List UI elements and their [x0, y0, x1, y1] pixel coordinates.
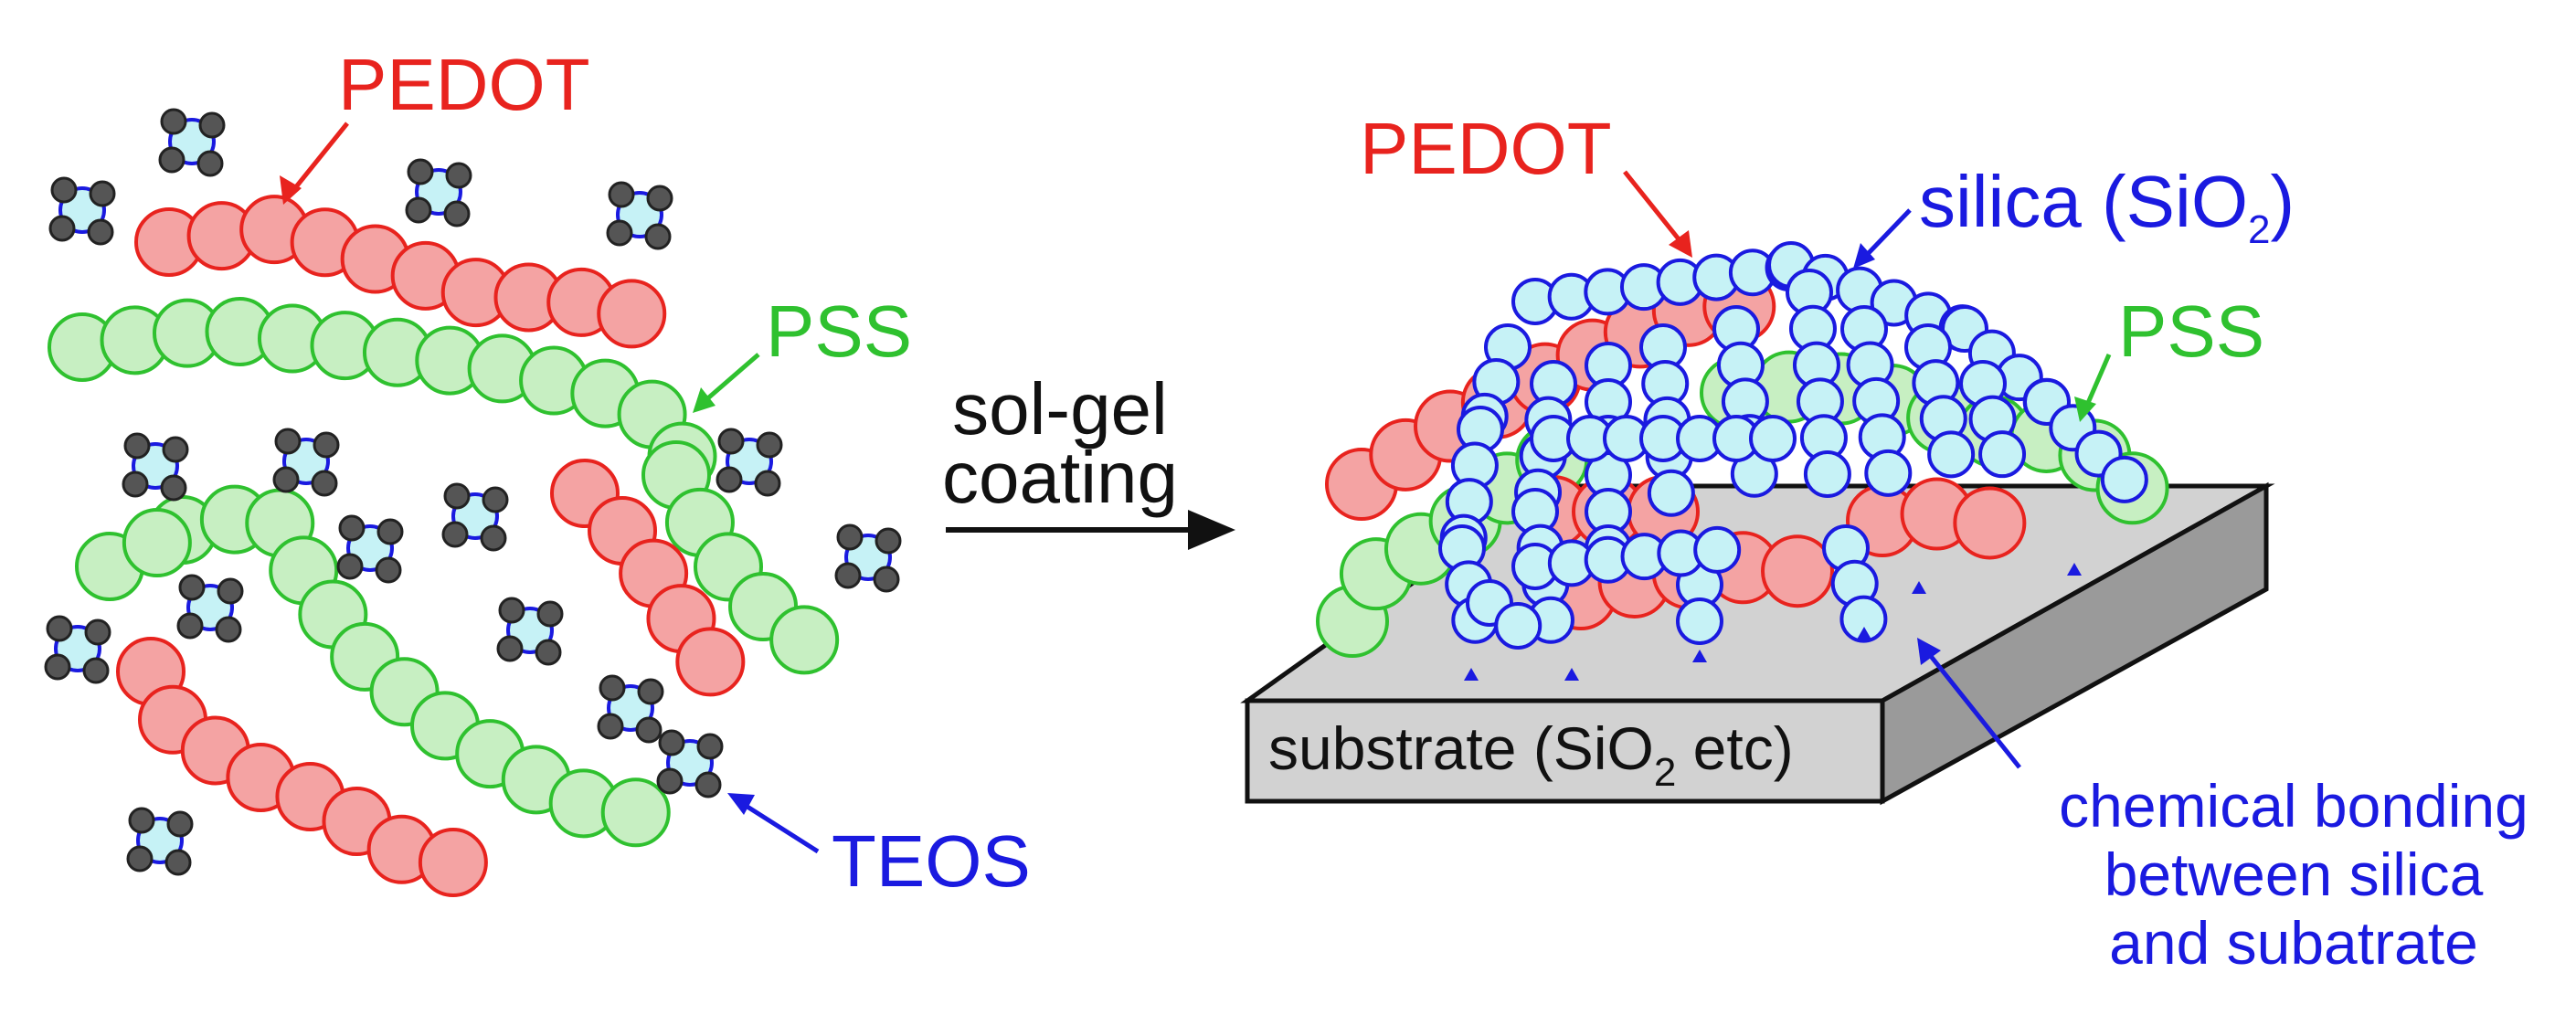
- silica-bead: [1749, 415, 1797, 462]
- silica-bead: [1839, 595, 1888, 643]
- silica-bead: [1803, 450, 1851, 499]
- bonding-label-line1: chemical bonding: [2059, 772, 2528, 840]
- pedot-bead: [597, 279, 667, 349]
- teos-molecule: [336, 514, 404, 584]
- bond-tick: [1464, 668, 1479, 681]
- silica-bead: [1494, 601, 1542, 650]
- silica-bead: [1647, 469, 1695, 517]
- pss-bead: [122, 508, 192, 578]
- bonding-label-line3: and subatrate: [2109, 909, 2478, 977]
- right-pedot-arrowhead: [1669, 230, 1692, 258]
- teos-molecule: [176, 574, 244, 643]
- teos-molecule: [126, 807, 194, 876]
- teos-molecule: [44, 615, 111, 684]
- process-arrow: sol-gel coating: [942, 368, 1235, 550]
- silica-bead: [1693, 525, 1742, 574]
- teos-molecule: [606, 181, 673, 250]
- teos-molecule: [48, 176, 116, 246]
- right-silica-arrow: [1862, 208, 1912, 259]
- substrate-label: substrate (SiO2 etc): [1268, 714, 1794, 795]
- teos-molecule: [496, 597, 564, 666]
- process-label-line2: coating: [942, 437, 1178, 518]
- pedot-chains-left: [116, 195, 746, 897]
- bonding-label-line2: between silica: [2104, 841, 2484, 908]
- process-label-line1: sol-gel: [952, 368, 1168, 449]
- teos-molecule: [158, 108, 226, 177]
- silica-bead: [1676, 597, 1723, 645]
- right-pedot-label: PEDOT: [1360, 108, 1612, 189]
- bonding-arrowhead: [1917, 638, 1941, 665]
- right-silica-label: silica (SiO2): [1919, 161, 2295, 252]
- teos-molecule: [122, 432, 189, 502]
- left-teos-arrow: [738, 799, 820, 854]
- left-pedot-label: PEDOT: [338, 44, 590, 125]
- bond-tick: [1564, 668, 1579, 681]
- silica-bead: [1978, 430, 2027, 479]
- teos-molecule: [597, 674, 664, 744]
- right-pss-arrowhead: [2074, 396, 2096, 422]
- left-pss-label: PSS: [766, 291, 912, 372]
- left-pedot-arrowhead: [280, 175, 302, 205]
- left-teos-arrowhead: [727, 793, 755, 815]
- teos-molecule: [716, 428, 783, 497]
- left-pss-arrowhead: [693, 387, 716, 413]
- teos-molecule: [441, 482, 509, 552]
- process-arrow-head: [1188, 510, 1235, 550]
- silica-bead: [2100, 455, 2148, 503]
- pedot-bead: [1761, 534, 1835, 608]
- bond-tick: [1692, 650, 1707, 662]
- right-pss-label: PSS: [2118, 291, 2264, 372]
- teos-molecules: [44, 108, 902, 876]
- left-teos-label: TEOS: [832, 820, 1031, 902]
- right-panel: substrate (SiO2 etc) PEDOT silica (SiO2)…: [1240, 108, 2528, 977]
- pss-chains-left: [48, 296, 840, 848]
- left-panel: PEDOT PSS TEOS: [44, 44, 1031, 902]
- teos-molecule: [405, 158, 472, 227]
- pss-bead: [600, 777, 671, 848]
- teos-molecule: [656, 729, 724, 798]
- right-pedot-arrow: [1623, 170, 1685, 247]
- silica-network: [1438, 241, 2148, 681]
- pedot-bead: [1953, 486, 2027, 560]
- silica-bead: [1864, 449, 1913, 497]
- silica-bead: [1927, 430, 1976, 479]
- bond-tick: [1857, 627, 1871, 640]
- left-pedot-arrow: [289, 122, 349, 196]
- right-silica-arrowhead: [1853, 243, 1875, 269]
- left-pss-arrow: [702, 353, 760, 404]
- bonding-arrow: [1924, 649, 2021, 769]
- teos-molecule: [834, 523, 902, 593]
- substrate-front-face: [1245, 698, 1885, 804]
- pedot-bead: [418, 827, 488, 897]
- pss-bead: [769, 605, 840, 675]
- right-pss-arrow: [2083, 354, 2112, 410]
- teos-molecule: [272, 428, 340, 497]
- bond-tick: [2067, 563, 2082, 576]
- bond-tick: [1912, 581, 1926, 594]
- pedot-bead: [675, 627, 746, 697]
